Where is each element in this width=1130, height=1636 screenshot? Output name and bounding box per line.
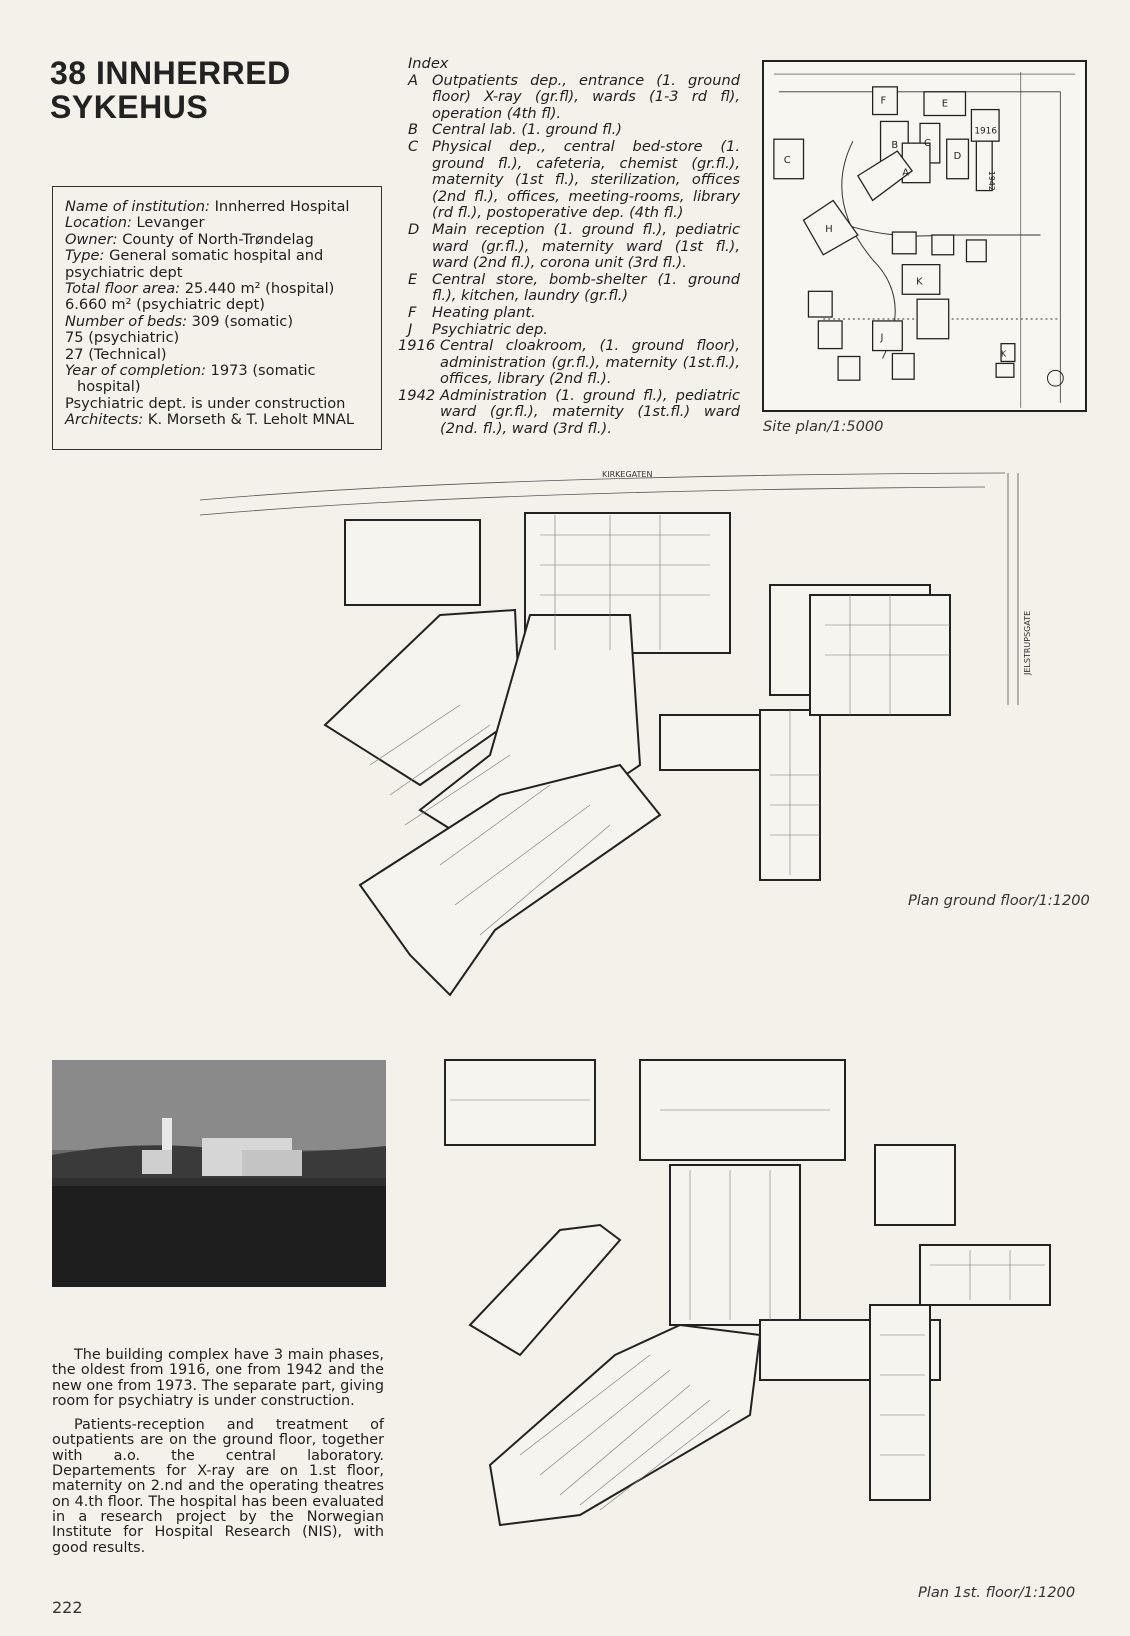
- site-label-e: E: [942, 99, 948, 110]
- info-year-2: hospital): [77, 378, 141, 396]
- info-name: Name of institution: Innherred Hospital: [65, 198, 350, 215]
- first-floor-plan: [444, 1059, 1051, 1527]
- description-paragraph-2: Patients-reception and treatment of outp…: [52, 1417, 384, 1556]
- info-owner: Owner: County of North-Trøndelag: [65, 230, 314, 248]
- info-beds: Number of beds: 309 (somatic): [65, 312, 294, 330]
- info-location: Location: Levanger: [65, 214, 205, 232]
- institution-info-box: Name of institution: Innherred Hospital …: [52, 186, 382, 450]
- description-text: The building complex have 3 main phases,…: [52, 1347, 384, 1565]
- site-label-k: K: [916, 276, 923, 287]
- ground-floor-caption: Plan ground floor/1:1200: [908, 892, 1090, 909]
- site-plan: F E B C A D C H K J K 1916 1942: [762, 60, 1087, 412]
- info-psych-note: Psychiatric dept. is under construction: [65, 394, 346, 412]
- info-year: Year of completion: 1973 (somatic: [65, 362, 316, 380]
- info-area: Total floor area: 25.440 m² (hospital): [65, 280, 335, 298]
- description-paragraph-1: The building complex have 3 main phases,…: [52, 1347, 384, 1409]
- info-area-2: 6.660 m² (psychiatric dept): [65, 296, 265, 314]
- first-floor-caption: Plan 1st. floor/1:1200: [918, 1584, 1076, 1601]
- site-label-a: A: [902, 168, 909, 179]
- title-line-2: SYKEHUS: [50, 89, 209, 125]
- ground-floor-plan: KIRKEGATEN JELSTRUPSGATE: [199, 470, 1032, 997]
- info-architects: Architects: K. Morseth & T. Leholt MNAL: [65, 411, 355, 429]
- site-label-c: C: [924, 138, 931, 149]
- info-beds-2: 75 (psychiatric): [65, 329, 180, 347]
- site-label-k-2: K: [1001, 349, 1007, 358]
- gf-block-e: [344, 519, 481, 606]
- site-label-h: H: [825, 224, 832, 235]
- street-label-kirkegaten: KIRKEGATEN: [602, 470, 652, 479]
- site-label-1942: 1942: [987, 171, 996, 191]
- site-label-c-west: C: [784, 155, 791, 166]
- site-building-f: [872, 86, 898, 116]
- page-number: 222: [52, 1598, 83, 1617]
- site-label-1916: 1916: [974, 126, 997, 136]
- site-label-b: B: [891, 140, 898, 151]
- info-type: Type: General somatic hospital and: [65, 247, 324, 265]
- title-line-1: 38 INNHERRED: [50, 55, 291, 91]
- site-label-d: D: [954, 151, 962, 162]
- hospital-photo: [52, 1060, 386, 1287]
- site-plan-caption: Site plan/1:5000: [763, 418, 884, 435]
- site-label-f: F: [881, 96, 887, 107]
- info-beds-3: 27 (Technical): [65, 345, 167, 363]
- street-label-jelstrupsgate: JELSTRUPSGATE: [1023, 611, 1032, 676]
- info-type-2: psychiatric dept: [65, 263, 183, 281]
- index-heading: Index: [408, 55, 449, 72]
- north-arrow-icon: [1046, 369, 1064, 387]
- ff-block-e: [444, 1059, 596, 1146]
- site-building-e: [923, 91, 967, 117]
- site-label-j: J: [880, 333, 884, 344]
- page-title: 38 INNHERRED SYKEHUS: [50, 56, 380, 124]
